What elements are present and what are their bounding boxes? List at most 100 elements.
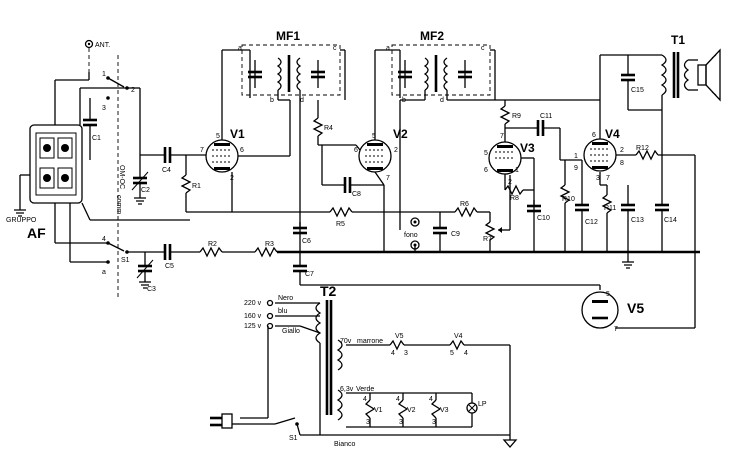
svg-text:5: 5 xyxy=(216,133,220,140)
svg-text:1: 1 xyxy=(102,71,106,78)
power-switch-s1: S1 xyxy=(240,417,301,442)
svg-text:C7: C7 xyxy=(305,271,314,278)
tube-v1: V1 7 6 5 2 xyxy=(200,50,291,182)
svg-text:7: 7 xyxy=(614,326,618,333)
verde-label: Verde xyxy=(356,386,374,393)
svg-text:C1: C1 xyxy=(92,135,101,142)
svg-text:1: 1 xyxy=(515,167,519,174)
w63-label: 6,3v xyxy=(340,386,354,393)
capacitor-c8: C8 xyxy=(321,145,384,198)
tap-125v-label: 125 v xyxy=(244,323,262,330)
svg-text:d: d xyxy=(440,97,444,104)
resistor-r10: R10 xyxy=(559,160,575,252)
svg-text:7: 7 xyxy=(500,133,504,140)
svg-text:5: 5 xyxy=(372,133,376,140)
svg-text:5: 5 xyxy=(606,291,610,298)
svg-text:a: a xyxy=(386,45,390,52)
svg-text:c: c xyxy=(481,45,485,52)
winding-70v: 70v marrone V5 4 3 V4 5 4 xyxy=(340,333,511,435)
heater-v1-label: V1 xyxy=(374,407,383,414)
svg-text:C5: C5 xyxy=(165,263,174,270)
svg-text:R8: R8 xyxy=(510,195,519,202)
svg-text:R5: R5 xyxy=(336,221,345,228)
svg-text:R9: R9 xyxy=(512,113,521,120)
pilot-lamp-label: LP xyxy=(478,401,487,408)
capacitor-c4: C4 xyxy=(127,87,205,174)
svg-text:4: 4 xyxy=(396,396,400,403)
svg-text:R12: R12 xyxy=(636,145,649,152)
svg-text:R10: R10 xyxy=(562,196,575,203)
ant-label: ANT. xyxy=(95,42,110,49)
heater-v2-label: V2 xyxy=(407,407,416,414)
t2-label: T2 xyxy=(320,283,337,299)
power-transformer-t2: T2 Nero blu Giallo 220 v 160 v 125 v xyxy=(240,283,343,436)
svg-text:a: a xyxy=(238,45,242,52)
resistor-r3: R3 xyxy=(254,241,700,258)
om-oc-label: OM-OC xyxy=(118,165,125,189)
svg-text:S1: S1 xyxy=(289,435,298,442)
resistor-r4: R4 xyxy=(312,100,356,146)
tap-220v-label: 220 v xyxy=(244,300,262,307)
w70-label: 70v xyxy=(340,338,352,345)
svg-text:R3: R3 xyxy=(265,241,274,248)
gruppo-label: GRUPPO xyxy=(6,217,37,224)
tube-v3: V3 5 6 7 1 2 xyxy=(484,128,535,186)
return-bianco: Bianco xyxy=(320,434,518,448)
capacitor-c14: C14 xyxy=(655,155,677,252)
svg-text:4: 4 xyxy=(464,350,468,357)
fono-label: fono xyxy=(404,232,418,239)
svg-text:C2: C2 xyxy=(141,187,150,194)
svg-text:9: 9 xyxy=(574,165,578,172)
capacitor-c6: C6 xyxy=(293,222,311,245)
bianco-label: Bianco xyxy=(334,441,356,448)
v5-label: V5 xyxy=(627,300,644,316)
capacitor-c13: C13 xyxy=(621,185,644,269)
comm-label: comm xyxy=(115,195,122,214)
svg-text:5: 5 xyxy=(450,350,454,357)
svg-text:a: a xyxy=(102,269,106,276)
svg-text:R4: R4 xyxy=(324,125,333,132)
resistor-r5: R5 xyxy=(232,206,440,228)
wire-blu-label: blu xyxy=(278,308,287,315)
volume-potentiometer-r7: R7 xyxy=(483,175,511,252)
svg-text:C3: C3 xyxy=(147,286,156,293)
svg-text:C11: C11 xyxy=(540,113,552,120)
svg-text:2: 2 xyxy=(394,147,398,154)
rf-group-block: GRUPPO AF xyxy=(6,79,190,263)
svg-text:2: 2 xyxy=(508,179,512,186)
svg-text:1: 1 xyxy=(574,153,578,160)
svg-text:C4: C4 xyxy=(162,167,171,174)
mf1-label: MF1 xyxy=(276,29,300,43)
svg-text:C8: C8 xyxy=(352,191,361,198)
capacitor-c5: C5 xyxy=(127,244,200,270)
t1-label: T1 xyxy=(671,33,685,47)
svg-text:C14: C14 xyxy=(664,217,677,224)
capacitor-c11: C11 xyxy=(534,113,582,161)
svg-text:C12: C12 xyxy=(585,219,598,226)
svg-text:3: 3 xyxy=(432,419,436,426)
svg-text:3: 3 xyxy=(404,350,408,357)
marrone-label: marrone xyxy=(357,338,383,345)
switch-s1-label: S1 xyxy=(121,257,130,264)
resistor-r6: R6 xyxy=(440,201,490,218)
svg-text:C6: C6 xyxy=(302,238,311,245)
svg-text:C10: C10 xyxy=(537,215,550,222)
heater-v5-label: V5 xyxy=(395,333,404,340)
svg-text:5: 5 xyxy=(484,150,488,157)
svg-text:4: 4 xyxy=(429,396,433,403)
svg-text:C15: C15 xyxy=(631,87,644,94)
af-label: AF xyxy=(27,225,46,241)
capacitor-c1: C1 xyxy=(83,98,101,160)
resistor-r12: R12 xyxy=(615,145,696,329)
tap-160v-label: 160 v xyxy=(244,313,262,320)
svg-text:3: 3 xyxy=(399,419,403,426)
output-transformer-t1: T1 xyxy=(600,33,698,155)
tube-v4: V4 6 1 9 2 8 3 7 xyxy=(574,55,624,186)
svg-text:7: 7 xyxy=(606,175,610,182)
svg-text:3: 3 xyxy=(596,175,600,182)
svg-text:C13: C13 xyxy=(631,217,644,224)
if-transformer-mf2: MF2 a c b d xyxy=(375,29,600,230)
svg-text:4: 4 xyxy=(391,350,395,357)
mf2-label: MF2 xyxy=(420,29,444,43)
svg-text:3: 3 xyxy=(102,105,106,112)
